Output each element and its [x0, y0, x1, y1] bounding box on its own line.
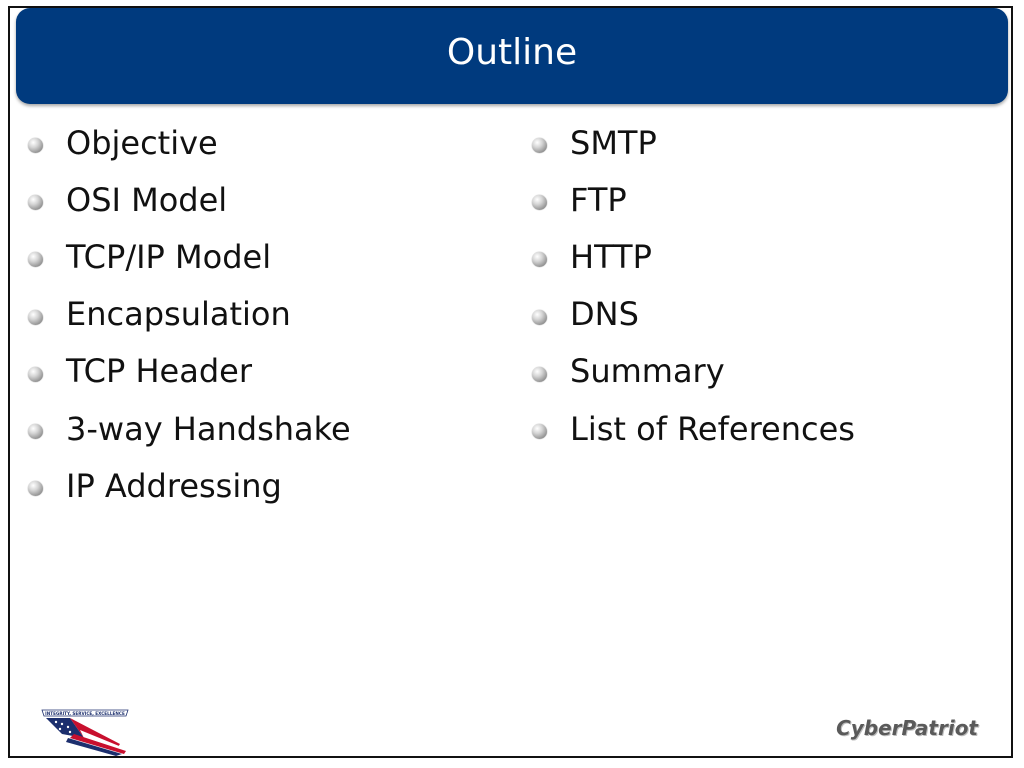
list-item: TCP/IP Model — [28, 228, 351, 285]
list-item: FTP — [532, 171, 855, 228]
list-item: IP Addressing — [28, 457, 351, 514]
list-item-label: DNS — [570, 295, 639, 334]
list-item-label: SMTP — [570, 123, 657, 162]
list-item: List of References — [532, 400, 855, 457]
bullet-icon — [532, 366, 547, 382]
list-item-label: Encapsulation — [66, 295, 291, 334]
bullet-icon — [28, 138, 43, 154]
list-item-label: TCP/IP Model — [66, 237, 272, 276]
list-item-label: Objective — [66, 123, 218, 162]
bullet-icon — [28, 195, 43, 211]
bullet-icon — [28, 366, 43, 382]
list-item-label: OSI Model — [66, 180, 228, 219]
list-item: Objective — [28, 114, 351, 171]
bullet-icon — [28, 252, 43, 268]
bullet-icon — [532, 309, 547, 325]
list-item-label: TCP Header — [66, 352, 252, 391]
cyberpatriot-brand: CyberPatriot — [836, 716, 978, 740]
list-item: 3-way Handshake — [28, 400, 351, 457]
list-item-label: IP Addressing — [66, 466, 282, 505]
left-bullet-list: Objective OSI Model TCP/IP Model Encapsu… — [28, 114, 351, 514]
list-item: Encapsulation — [28, 286, 351, 343]
list-item: DNS — [532, 286, 855, 343]
bullet-icon — [532, 252, 547, 268]
bullet-icon — [28, 481, 43, 497]
list-item: OSI Model — [28, 171, 351, 228]
list-item: HTTP — [532, 228, 855, 285]
flag-logo-icon: INTEGRITY, SERVICE, EXCELLENCE — [41, 709, 129, 756]
bullet-icon — [532, 195, 547, 211]
logo-motto: INTEGRITY, SERVICE, EXCELLENCE — [45, 711, 125, 716]
list-item-label: Summary — [570, 352, 725, 391]
list-item-label: FTP — [570, 180, 627, 219]
list-item: TCP Header — [28, 343, 351, 400]
slide-title: Outline — [446, 31, 578, 73]
list-item-label: List of References — [570, 409, 855, 448]
slide-frame — [8, 6, 1013, 758]
right-bullet-list: SMTP FTP HTTP DNS Summary List of Refere… — [532, 114, 855, 457]
list-item-label: 3-way Handshake — [66, 409, 351, 448]
bullet-icon — [532, 424, 547, 440]
list-item-label: HTTP — [570, 237, 652, 276]
title-bar: Outline — [16, 8, 1008, 104]
list-item: SMTP — [532, 114, 855, 171]
bullet-icon — [28, 424, 43, 440]
list-item: Summary — [532, 343, 855, 400]
bullet-icon — [28, 309, 43, 325]
bullet-icon — [532, 138, 547, 154]
